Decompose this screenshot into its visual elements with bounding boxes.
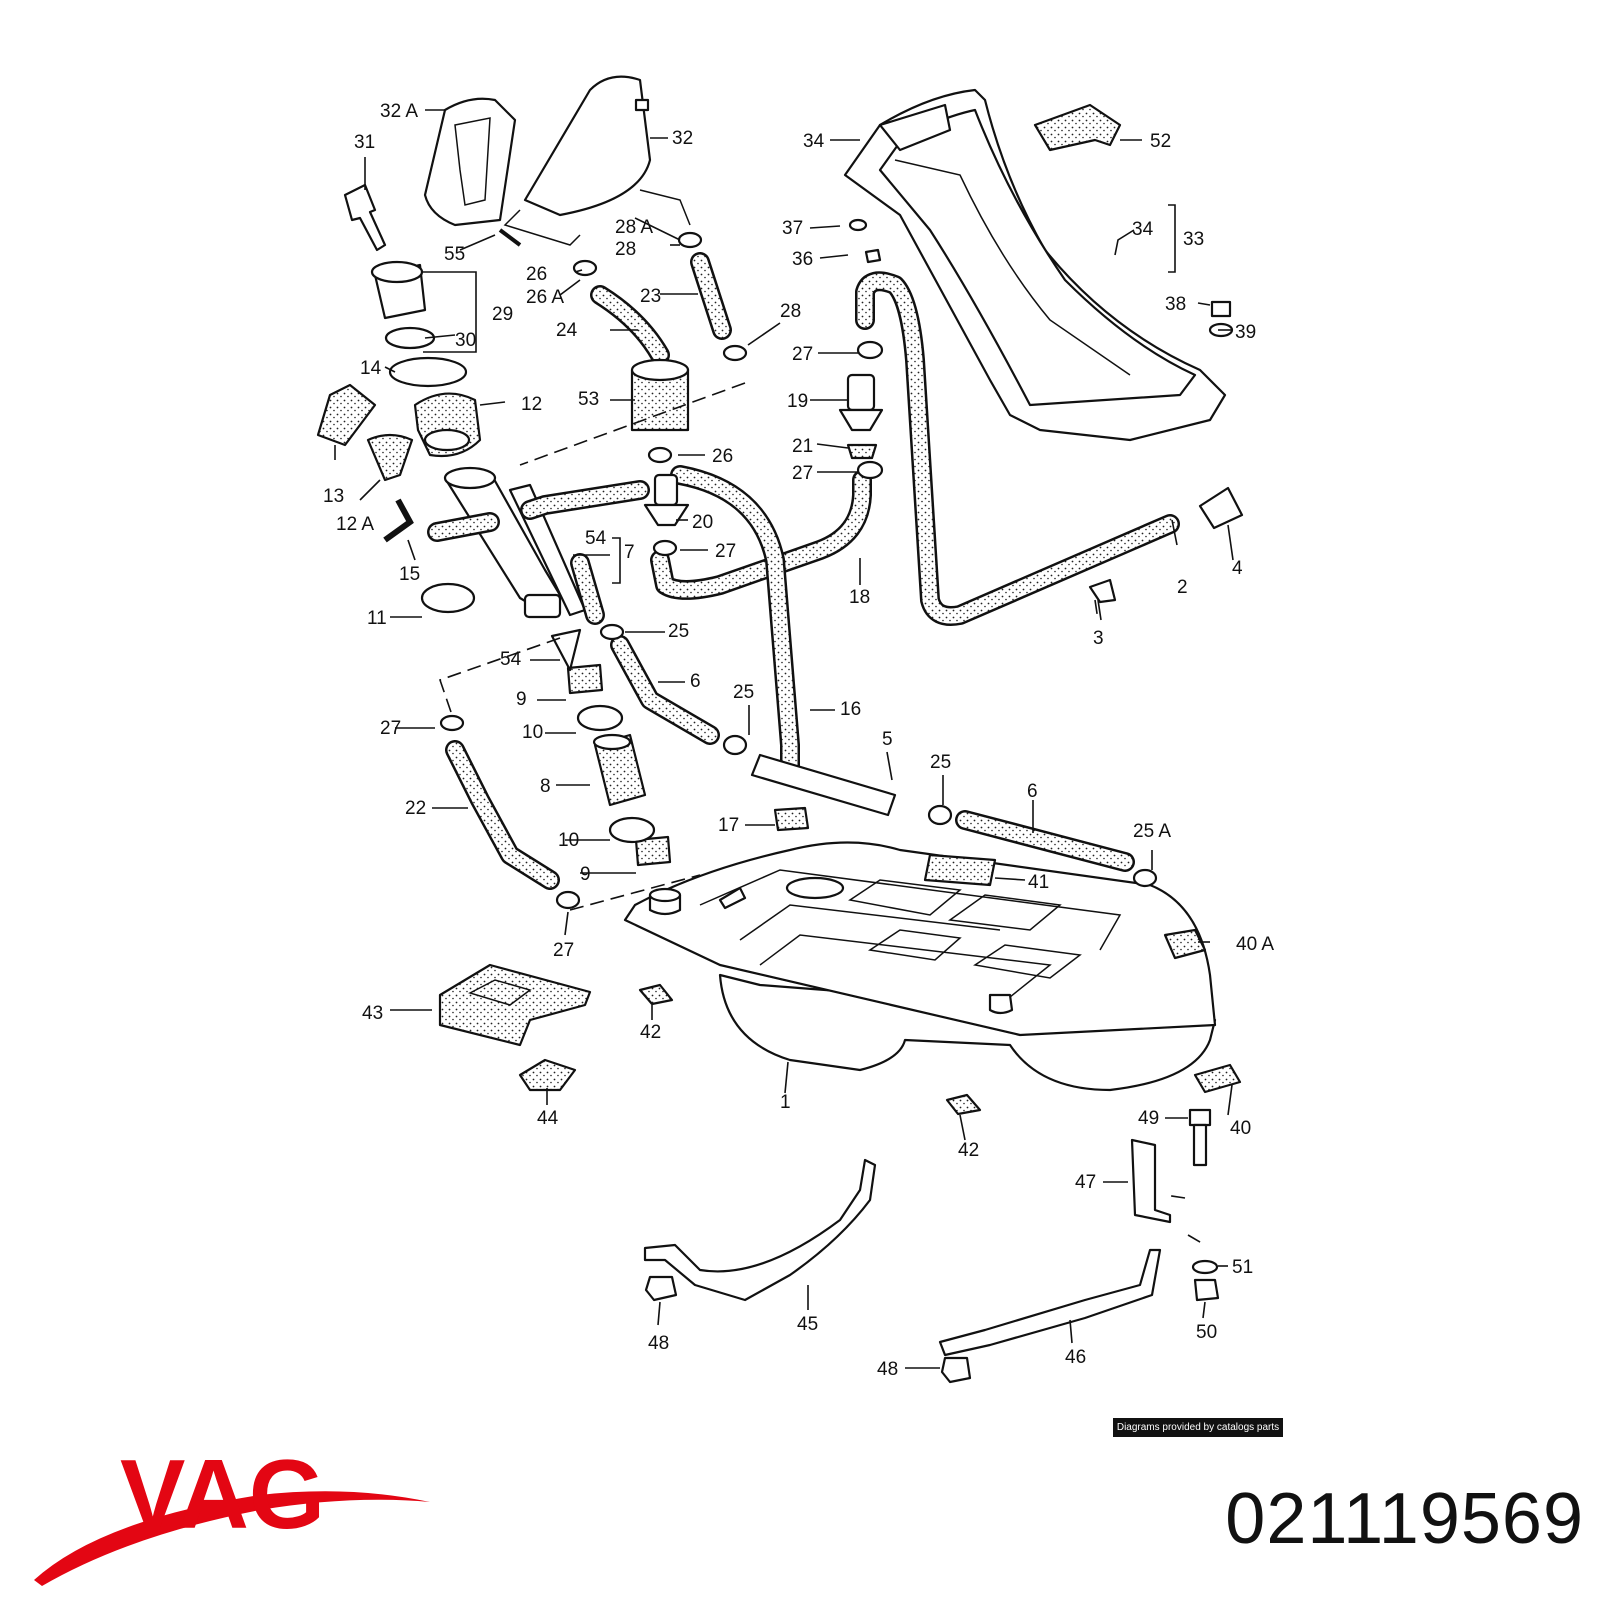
callout-38: 38 bbox=[1165, 294, 1186, 315]
callout-20: 20 bbox=[692, 512, 713, 533]
callout-33: 33 bbox=[1183, 229, 1204, 250]
callout-50: 50 bbox=[1196, 1322, 1217, 1343]
callout-25-lower: 25 bbox=[930, 752, 951, 773]
vag-logo-text: VAG bbox=[120, 1440, 325, 1549]
callout-39: 39 bbox=[1235, 322, 1256, 343]
callout-48-left: 48 bbox=[648, 1333, 669, 1354]
callout-36: 36 bbox=[792, 249, 813, 270]
callout-26-lower: 26 bbox=[712, 446, 733, 467]
callout-11: 11 bbox=[367, 608, 387, 629]
callout-16: 16 bbox=[840, 699, 861, 720]
callout-51: 51 bbox=[1232, 1257, 1253, 1278]
callout-1: 1 bbox=[780, 1092, 791, 1113]
callout-46: 46 bbox=[1065, 1347, 1086, 1368]
callout-13: 13 bbox=[323, 486, 344, 507]
callout-18: 18 bbox=[849, 587, 870, 608]
callout-labels: 32 A 31 32 34 52 37 34 33 55 28 A 28 36 … bbox=[323, 101, 1274, 1380]
callout-28a-upper: 28 A bbox=[615, 217, 653, 238]
callout-41: 41 bbox=[1028, 872, 1049, 893]
callout-15: 15 bbox=[399, 564, 420, 585]
callout-32: 32 bbox=[672, 128, 693, 149]
part-number: 021119569 bbox=[1225, 1479, 1584, 1559]
callout-19: 19 bbox=[787, 391, 808, 412]
callout-27-lower: 27 bbox=[553, 940, 574, 961]
callout-12a: 12 A bbox=[336, 514, 374, 535]
air-duct-assembly bbox=[843, 88, 1227, 442]
callout-17: 17 bbox=[718, 815, 739, 836]
callout-37: 37 bbox=[782, 218, 803, 239]
callout-3: 3 bbox=[1093, 628, 1104, 649]
callout-31: 31 bbox=[354, 132, 375, 153]
callout-29: 29 bbox=[492, 304, 513, 325]
callout-40a: 40 A bbox=[1236, 934, 1274, 955]
callout-44: 44 bbox=[537, 1108, 559, 1129]
callout-14: 14 bbox=[360, 358, 382, 379]
callout-4: 4 bbox=[1232, 558, 1243, 579]
callout-26a: 26 A bbox=[526, 287, 564, 308]
callout-26-upper: 26 bbox=[526, 264, 547, 285]
callout-27-left: 27 bbox=[380, 718, 401, 739]
callout-10-upper: 10 bbox=[522, 722, 543, 743]
callout-43: 43 bbox=[362, 1003, 383, 1024]
callout-45: 45 bbox=[797, 1314, 818, 1335]
callout-8: 8 bbox=[540, 776, 551, 797]
callout-25a: 25 A bbox=[1133, 821, 1171, 842]
callout-34a: 34 bbox=[803, 131, 825, 152]
callout-28-lower: 28 bbox=[780, 301, 801, 322]
callout-21: 21 bbox=[792, 436, 813, 457]
callout-22: 22 bbox=[405, 798, 426, 819]
callout-55: 55 bbox=[444, 244, 465, 265]
fuel-tank bbox=[623, 841, 1217, 1092]
callout-2: 2 bbox=[1177, 577, 1188, 598]
callout-52: 52 bbox=[1150, 131, 1171, 152]
callout-12: 12 bbox=[521, 394, 542, 415]
callout-25-upper: 25 bbox=[668, 621, 689, 642]
callout-53: 53 bbox=[578, 389, 599, 410]
callout-25-mid: 25 bbox=[733, 682, 754, 703]
callout-10-lower: 10 bbox=[558, 830, 579, 851]
callout-42-left: 42 bbox=[640, 1022, 661, 1043]
small-parts bbox=[316, 75, 1244, 1384]
callout-54-lower: 54 bbox=[500, 649, 522, 670]
callout-40: 40 bbox=[1230, 1118, 1251, 1139]
diagram-credit-badge: Diagrams provided by catalogs parts bbox=[1113, 1418, 1283, 1437]
assembly-lines bbox=[438, 382, 1206, 1246]
callout-23: 23 bbox=[640, 286, 661, 307]
callout-27-upper: 27 bbox=[792, 344, 813, 365]
callout-30: 30 bbox=[455, 330, 476, 351]
callout-7: 7 bbox=[624, 542, 635, 563]
callout-47: 47 bbox=[1075, 1172, 1096, 1193]
hoses bbox=[427, 252, 1180, 890]
callout-49: 49 bbox=[1138, 1108, 1159, 1129]
callout-54-upper: 54 bbox=[585, 528, 607, 549]
callout-32a: 32 A bbox=[380, 101, 418, 122]
callout-5: 5 bbox=[882, 729, 893, 750]
callout-27-filter: 27 bbox=[715, 541, 736, 562]
callout-6-lower: 6 bbox=[1027, 781, 1038, 802]
callout-9-lower: 9 bbox=[580, 864, 591, 885]
leader-lines bbox=[334, 109, 1234, 1369]
callout-34b: 34 bbox=[1132, 219, 1154, 240]
callout-28-upper: 28 bbox=[615, 239, 636, 260]
vag-logo: VAG bbox=[34, 1440, 430, 1586]
callout-24: 24 bbox=[556, 320, 578, 341]
callout-48-right: 48 bbox=[877, 1359, 898, 1380]
callout-27-mid: 27 bbox=[792, 463, 813, 484]
callout-9-upper: 9 bbox=[516, 689, 527, 710]
callout-6-upper: 6 bbox=[690, 671, 701, 692]
callout-42-right: 42 bbox=[958, 1140, 979, 1161]
